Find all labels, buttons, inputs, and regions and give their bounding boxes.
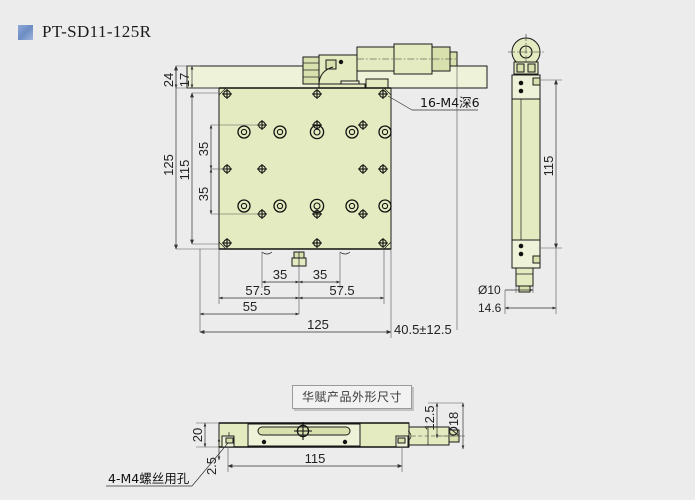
dim-front-17: 17 — [177, 73, 192, 87]
side-view: 115 Ø10 14.6 — [478, 34, 562, 315]
watermark-box: 华赋产品外形尺寸 — [292, 385, 413, 409]
callout-16-m4: 16-M4深6 — [387, 95, 480, 111]
dim-side-diameter-10: Ø10 — [478, 283, 501, 297]
bottom-view: 20 2.5 115 12.5 Ø18 4-M4螺丝用孔 — [106, 402, 465, 487]
dim-bottom-115: 115 — [305, 451, 326, 466]
dim-side-14-6: 14.6 — [478, 301, 502, 315]
dim-front-125-left: 125 — [161, 154, 176, 176]
side-knob — [508, 34, 544, 75]
counterbore-hole-group — [237, 124, 392, 214]
dim-bottom-12-5: 12.5 — [422, 405, 437, 430]
dim-front-35-bottom-right: 35 — [313, 267, 327, 282]
bottom-center-mark — [294, 422, 312, 440]
callout-4-m4-label: 4-M4螺丝用孔 — [108, 471, 190, 486]
dim-front-35-upper: 35 — [196, 142, 211, 156]
m4-hole-group — [222, 89, 388, 248]
dim-front-57-5-right: 57.5 — [329, 283, 354, 298]
dim-front-57-5-left: 57.5 — [245, 283, 270, 298]
dim-bottom-2-5: 2.5 — [204, 457, 219, 475]
callout-16-m4-label: 16-M4深6 — [420, 95, 480, 110]
blue-square-bullet-icon — [18, 24, 33, 40]
dim-bottom-20: 20 — [190, 428, 205, 442]
plate-corner-marks — [218, 87, 392, 250]
bottom-stud — [291, 251, 307, 267]
dim-side-115: 115 — [541, 156, 556, 177]
dim-bottom-diameter-18: Ø18 — [446, 412, 461, 437]
dim-front-travel: 40.5±12.5 — [394, 322, 452, 337]
dim-front-24: 24 — [161, 73, 176, 87]
dim-front-125-bottom: 125 — [307, 317, 329, 332]
page-title: PT-SD11-125R — [42, 22, 152, 41]
side-shaft — [515, 267, 534, 287]
dim-front-35-bottom-left: 35 — [273, 267, 287, 282]
dim-front-115: 115 — [177, 160, 192, 181]
callout-4-m4: 4-M4螺丝用孔 — [106, 442, 229, 487]
front-view: 16-M4深6 125 115 35 — [161, 43, 488, 338]
side-body — [511, 74, 541, 269]
dim-front-35-lower: 35 — [196, 187, 211, 201]
dim-front-55: 55 — [243, 299, 257, 314]
part-title-row: PT-SD11-125R — [18, 22, 151, 42]
front-vertical-dims: 125 115 35 35 24 — [161, 65, 262, 250]
front-horizontal-dims: 35 35 57.5 57.5 55 125 40.5±12.5 — [199, 66, 458, 338]
